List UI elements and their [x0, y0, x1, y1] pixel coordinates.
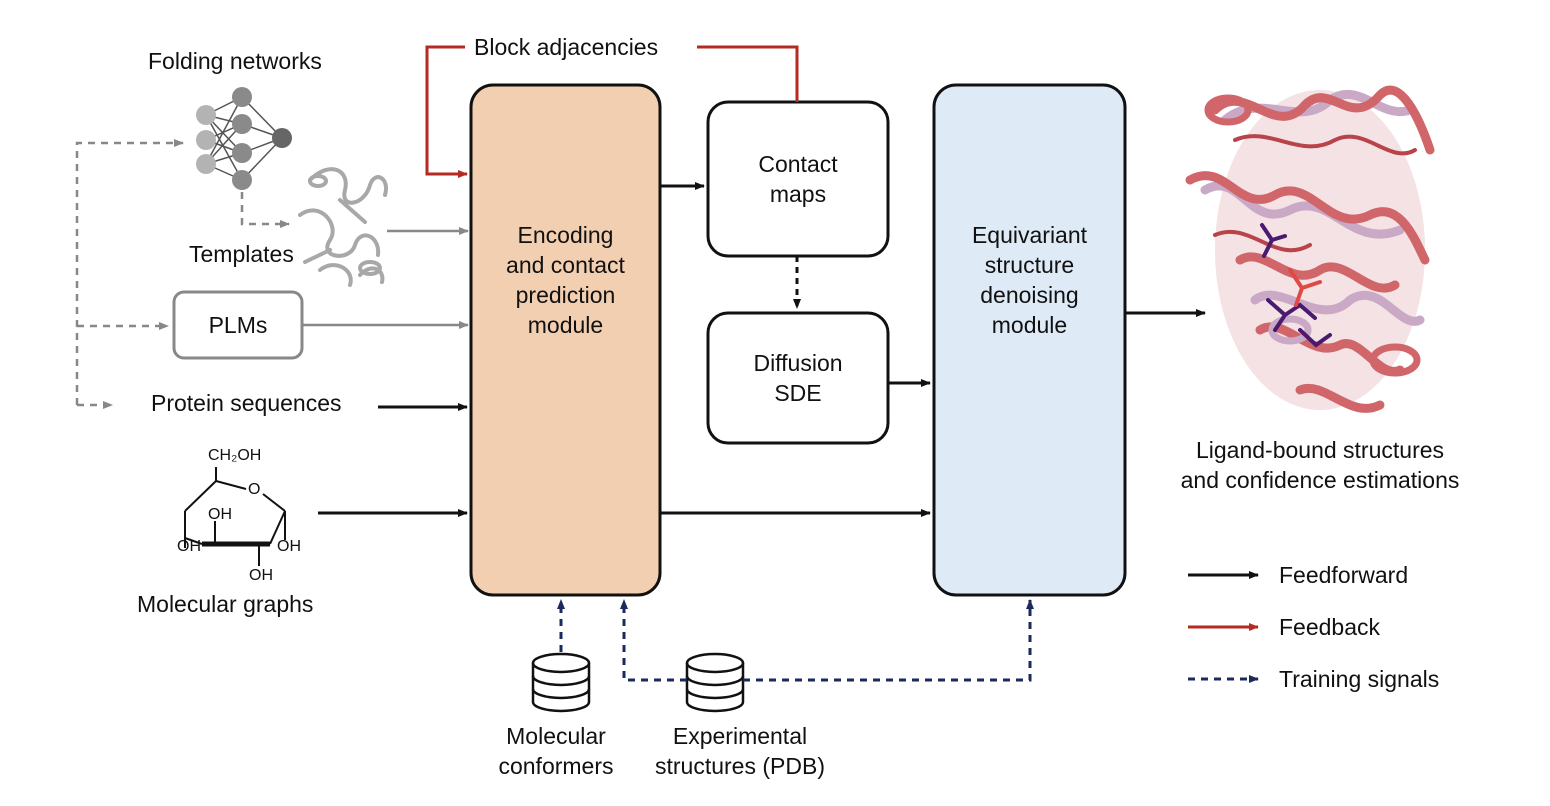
glucose-oh-left-label: OH	[177, 538, 201, 555]
grey-dashed-input-arrows	[75, 139, 290, 409]
template-protein-icon	[298, 167, 388, 287]
dashed-folding-to-templates	[240, 192, 290, 228]
pdb-training-arrow-equivariant	[743, 599, 1034, 682]
experimental-structures-label: Experimental structures (PDB)	[655, 723, 825, 779]
glucose-oh-right-label: OH	[277, 538, 301, 555]
grey-solid-arrows	[302, 227, 469, 329]
glucose-oh-top-label: OH	[208, 506, 232, 523]
equivariant-module-label: Equivariant structure denoising module	[971, 222, 1088, 338]
output-label: Ligand-bound structures and confidence e…	[1180, 437, 1460, 493]
glucose-oh-bottom-label: OH	[249, 567, 273, 584]
plms-label: PLMs	[208, 312, 268, 338]
encoding-module-box	[469, 83, 662, 597]
glucose-molecule-icon	[184, 467, 286, 566]
conformers-database-icon	[531, 652, 591, 713]
molecular-conformers-label: Molecular conformers	[498, 723, 614, 779]
folding-networks-label: Folding networks	[148, 48, 322, 74]
glucose-ring-oxygen-label: O	[248, 481, 261, 498]
contact-maps-label: Contact maps	[758, 151, 838, 207]
equivariant-module-box	[932, 83, 1127, 597]
legend-lines	[1188, 571, 1259, 683]
protein-sequences-label: Protein sequences	[151, 390, 342, 416]
pdb-database-icon	[685, 652, 745, 713]
legend-training-label: Training signals	[1279, 666, 1440, 692]
block-adjacencies-label: Block adjacencies	[474, 34, 659, 60]
diffusion-sde-box	[706, 311, 890, 445]
legend-feedforward-label: Feedforward	[1279, 562, 1409, 588]
templates-label: Templates	[189, 241, 294, 267]
diffusion-sde-label: Diffusion SDE	[753, 350, 843, 406]
feedback-arrow	[425, 45, 799, 178]
glucose-ch2oh-label: CH₂OH	[208, 447, 262, 464]
dashed-to-folding-networks	[75, 139, 184, 405]
molecular-graphs-label: Molecular graphs	[137, 591, 314, 617]
ligand-bound-structure-icon	[1185, 85, 1435, 413]
folding-network-icon	[196, 87, 292, 190]
training-signal-arrows	[557, 599, 1034, 682]
feedforward-arrows	[318, 182, 1206, 517]
pdb-training-arrow-encoding	[620, 599, 687, 682]
encoding-module-label: Encoding and contact prediction module	[506, 222, 625, 338]
legend-feedback-label: Feedback	[1279, 614, 1381, 640]
